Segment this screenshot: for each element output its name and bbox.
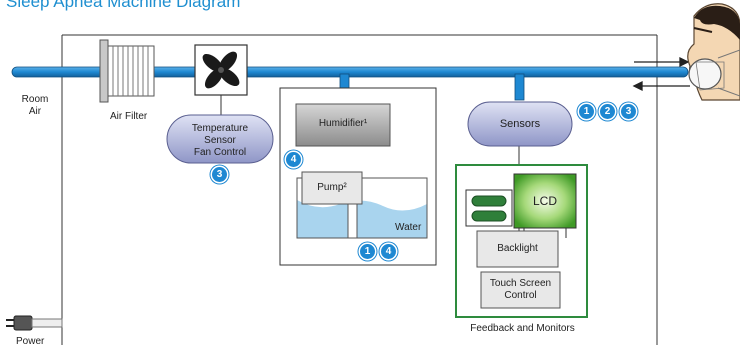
lcd-label: LCD (532, 194, 557, 208)
water-badge-1: 1 (360, 244, 375, 259)
diagram-title: Sleep Apnea Machine Diagram (6, 0, 241, 11)
sensors-shape (467, 101, 573, 147)
sensors-label: Sensors (499, 118, 541, 130)
humidifier-label: Humidifier¹ (318, 118, 368, 129)
sensors-badge-3: 3 (621, 104, 636, 119)
power-plug-icon (6, 315, 63, 331)
airflow-arrows (632, 56, 690, 92)
feedback-monitors-label: Feedback and Monitors (470, 323, 575, 334)
touch-screen-label: Touch Screen Control (489, 278, 552, 301)
air-filter (99, 39, 155, 103)
air-filter-label: Air Filter (110, 111, 148, 122)
room-air-label: Room Air (21, 94, 49, 117)
power-label: Power (16, 336, 45, 347)
temperature-sensor-label: Temperature Sensor Fan Control (191, 123, 249, 158)
temperature-sensor-shape (166, 114, 274, 164)
sensors-badge-1: 1 (579, 104, 594, 119)
patient-head-icon (687, 3, 740, 101)
humidifier-shape (295, 103, 391, 147)
water-label: Water (395, 222, 422, 233)
backlight-label: Backlight (497, 243, 538, 254)
machine-enclosure (61, 34, 658, 345)
feedback-panel (455, 164, 588, 318)
fan-icon (194, 44, 248, 96)
water-tank (296, 171, 428, 239)
temperature-badge: 3 (212, 167, 227, 182)
pump-label: Pump² (317, 182, 347, 193)
humidifier-badge: 4 (286, 152, 301, 167)
sensors-badge-2: 2 (600, 104, 615, 119)
water-badge-2: 4 (381, 244, 396, 259)
